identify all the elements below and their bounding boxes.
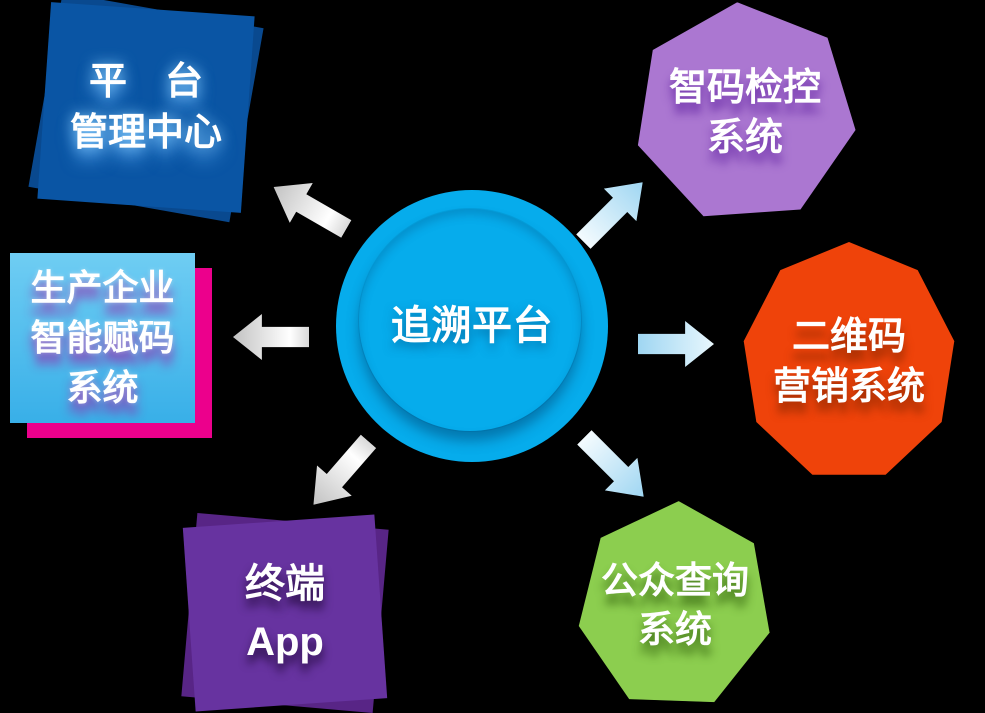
node-trace-platform-center: 追溯平台 — [336, 190, 608, 462]
rect-front-shape — [10, 253, 195, 423]
node-platform-management: 平 台 管理中心 — [28, 0, 264, 223]
node-production-coding: 生产企业 智能赋码 系统 — [10, 253, 212, 441]
node-qr-marketing: 二维码 营销系统 — [742, 242, 956, 482]
nonagon-shape — [743, 242, 955, 475]
circle-inner-shape — [359, 209, 581, 431]
heptagon-shape — [626, 0, 865, 232]
node-smart-code-inspection: 智码检控 系统 — [633, 2, 857, 224]
node-terminal-app: 终端 App — [181, 512, 389, 713]
square-front-shape — [37, 2, 255, 213]
node-public-query: 公众查询 系统 — [577, 501, 773, 711]
arrow-to-production-coding-icon — [233, 314, 309, 360]
square-front-shape — [182, 514, 388, 712]
heptagon-shape — [573, 498, 776, 713]
arrow-to-qr-marketing-icon — [638, 321, 714, 367]
